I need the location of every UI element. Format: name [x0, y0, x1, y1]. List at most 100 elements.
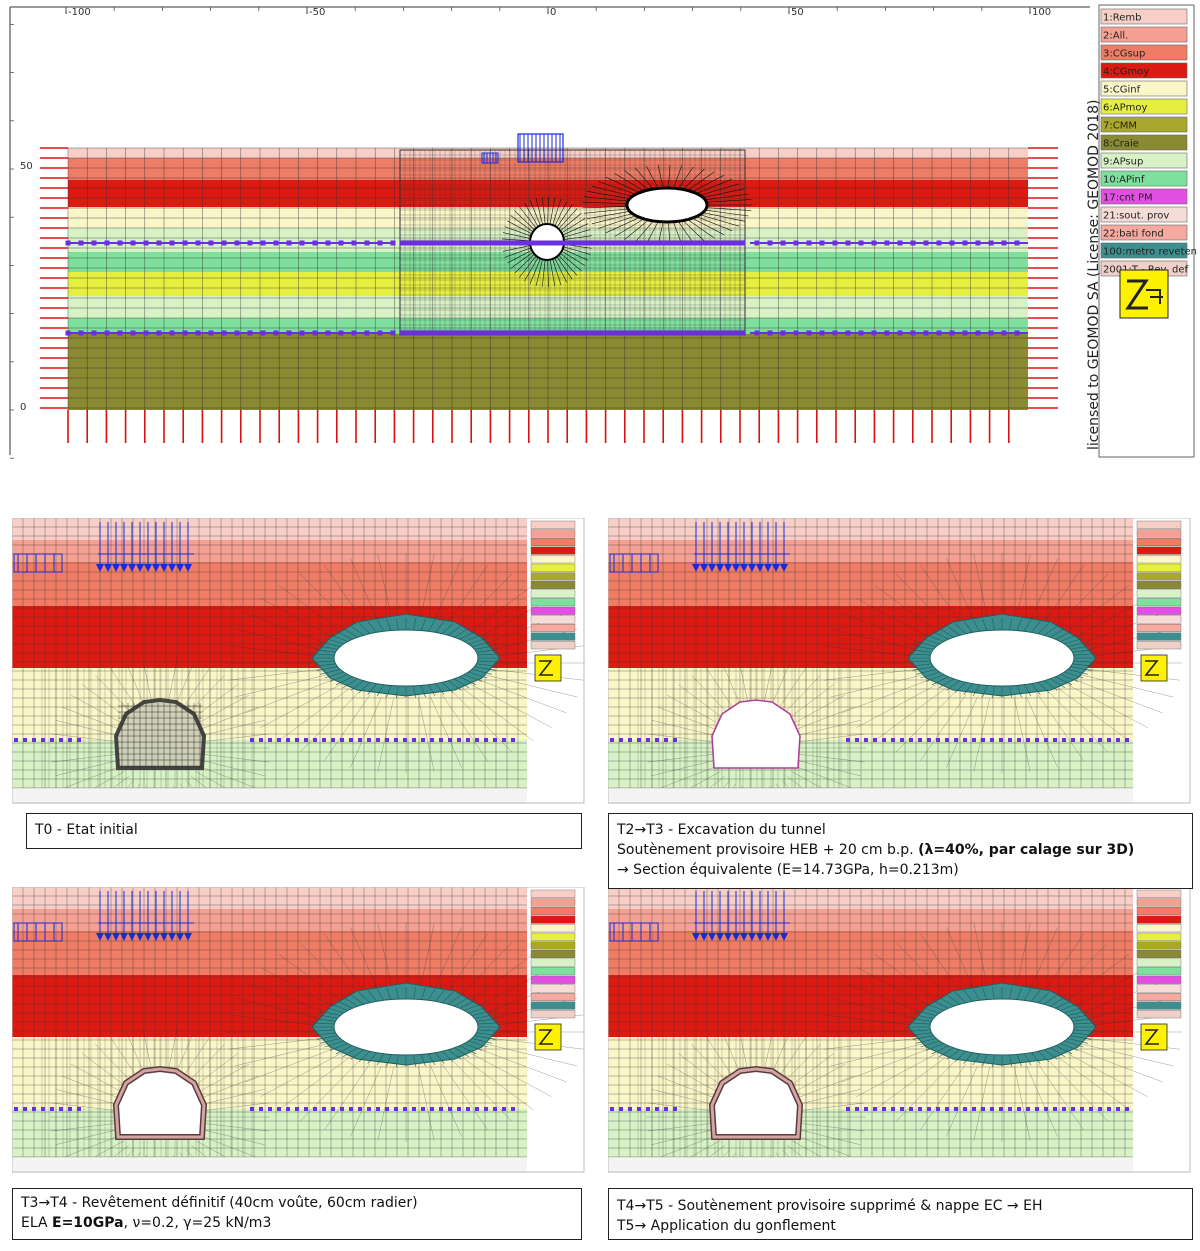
sub-logo-icon	[1140, 654, 1168, 682]
sub-anchor-point	[259, 1107, 263, 1111]
sub-anchor-point	[23, 1107, 27, 1111]
main-anchor-point	[273, 330, 279, 336]
sub-anchor-point	[918, 1107, 922, 1111]
sub-anchor-point	[909, 738, 913, 742]
caption-text: (λ=40%, par calage sur 3D)	[918, 842, 1135, 858]
sub-anchor-point	[14, 1107, 18, 1111]
sub-anchor-point	[846, 1107, 850, 1111]
sub-anchor-point	[936, 738, 940, 742]
legend-swatch	[1100, 224, 1188, 241]
main-anchor-point	[1014, 240, 1020, 246]
sub-legend-swatch	[1136, 581, 1182, 590]
sub-anchor-point	[1071, 738, 1075, 742]
legend-label: 1:Remb	[1103, 13, 1141, 24]
caption-t0-etat-initial: T0 - Etat initial	[26, 813, 582, 849]
sub-anchor-point	[1107, 1107, 1111, 1111]
main-anchor-point	[247, 240, 253, 246]
main-boundary-conditions	[40, 147, 1058, 443]
sub-anchor-point	[367, 738, 371, 742]
sub-frame	[12, 518, 585, 804]
main-anchor-point	[1014, 330, 1020, 336]
main-anchor-point	[364, 240, 370, 246]
sub-anchor-point	[322, 738, 326, 742]
sub-anchor-point	[430, 1107, 434, 1111]
sub-metro-opening	[333, 998, 479, 1056]
sub-layer-band	[608, 887, 1133, 909]
sub-radial-mesh	[646, 922, 1182, 1173]
sub-anchor-point	[1080, 738, 1084, 742]
main-anchor-point	[91, 330, 97, 336]
main-anchor-point	[949, 330, 955, 336]
sub-anchor-point	[1035, 738, 1039, 742]
sub-anchor-point	[493, 1107, 497, 1111]
sub-logo-mark	[538, 660, 553, 676]
sub-anchor-point	[295, 1107, 299, 1111]
sub-anchor-point	[927, 738, 931, 742]
sub-legend-swatch	[1136, 623, 1182, 632]
sub-anchor-point	[403, 738, 407, 742]
sub-load-arrowhead	[700, 933, 708, 941]
main-anchor-point	[754, 240, 760, 246]
sub-anchor-point	[349, 738, 353, 742]
sub-load-small	[609, 922, 659, 942]
main-anchor-point	[897, 240, 903, 246]
sub-anchor-point	[1089, 738, 1093, 742]
sub-legend-swatch	[530, 889, 576, 898]
sub-anchor-point	[864, 1107, 868, 1111]
sub-load-arrowhead	[716, 933, 724, 941]
main-anchor-point	[845, 240, 851, 246]
sub-anchor-point	[475, 1107, 479, 1111]
sub-anchor-point	[610, 738, 614, 742]
main-anchor-point	[234, 240, 240, 246]
sub-legend-swatch	[530, 1001, 576, 1010]
legend-label: 4:CGmoy	[1103, 67, 1149, 78]
sub-load-arrowhead	[120, 933, 128, 941]
sub-anchor-point	[963, 1107, 967, 1111]
legend-swatch	[1100, 170, 1188, 187]
sub-legend-swatch	[1136, 984, 1182, 993]
sub-legend-swatch	[530, 992, 576, 1001]
legend-swatch	[1100, 80, 1188, 97]
main-anchor-point	[910, 330, 916, 336]
main-anchor-point	[988, 240, 994, 246]
sub-anchor-point	[628, 738, 632, 742]
sub-tunnel-excavated	[711, 699, 801, 769]
sub-legend-swatch	[1136, 520, 1182, 529]
main-anchor-point	[286, 330, 292, 336]
sub-anchor-point	[448, 1107, 452, 1111]
sub-anchor-point	[349, 1107, 353, 1111]
sub-lining-mesh	[312, 618, 500, 698]
sub-load-arrowhead	[160, 564, 168, 572]
main-anchor-point	[845, 330, 851, 336]
caption-text: → Section équivalente (E=14.73GPa, h=0.2…	[617, 862, 959, 878]
sub-anchor-point	[448, 738, 452, 742]
sub-anchor-point	[1026, 1107, 1030, 1111]
sub-anchor-point	[619, 1107, 623, 1111]
sub-anchor-point	[936, 1107, 940, 1111]
main-anchor-point	[351, 240, 357, 246]
main-anchor-point	[910, 240, 916, 246]
main-anchor-point	[117, 330, 123, 336]
sub-frame	[608, 887, 1191, 1173]
sub-anchor-point	[918, 738, 922, 742]
sub-anchor-point	[50, 738, 54, 742]
sub-anchor-point	[511, 1107, 515, 1111]
sub-info-strip	[608, 788, 1133, 804]
sub-load-arrowhead	[136, 933, 144, 941]
x-tick-label: -50	[309, 7, 325, 18]
sub-anchor-point	[457, 738, 461, 742]
legend-label: 2:All.	[1103, 31, 1128, 42]
sub-layer-band	[608, 1109, 1133, 1157]
caption-line: → Section équivalente (E=14.73GPa, h=0.2…	[617, 860, 1184, 880]
legend-swatch	[1100, 8, 1188, 25]
main-anchor-point	[221, 240, 227, 246]
sub-tunnel-lining-inner	[114, 1067, 206, 1139]
license-text: licensed to GEOMOD SA (License: GEOMOD 2…	[1086, 100, 1102, 450]
main-anchor-point	[325, 240, 331, 246]
legend-label: 21:sout. prov	[1103, 211, 1169, 222]
sub-anchor-point	[439, 738, 443, 742]
sub-anchor-point	[250, 738, 254, 742]
main-anchor-point	[390, 240, 396, 246]
sub-layer-band	[608, 931, 1133, 975]
sub-anchor-point	[1053, 1107, 1057, 1111]
